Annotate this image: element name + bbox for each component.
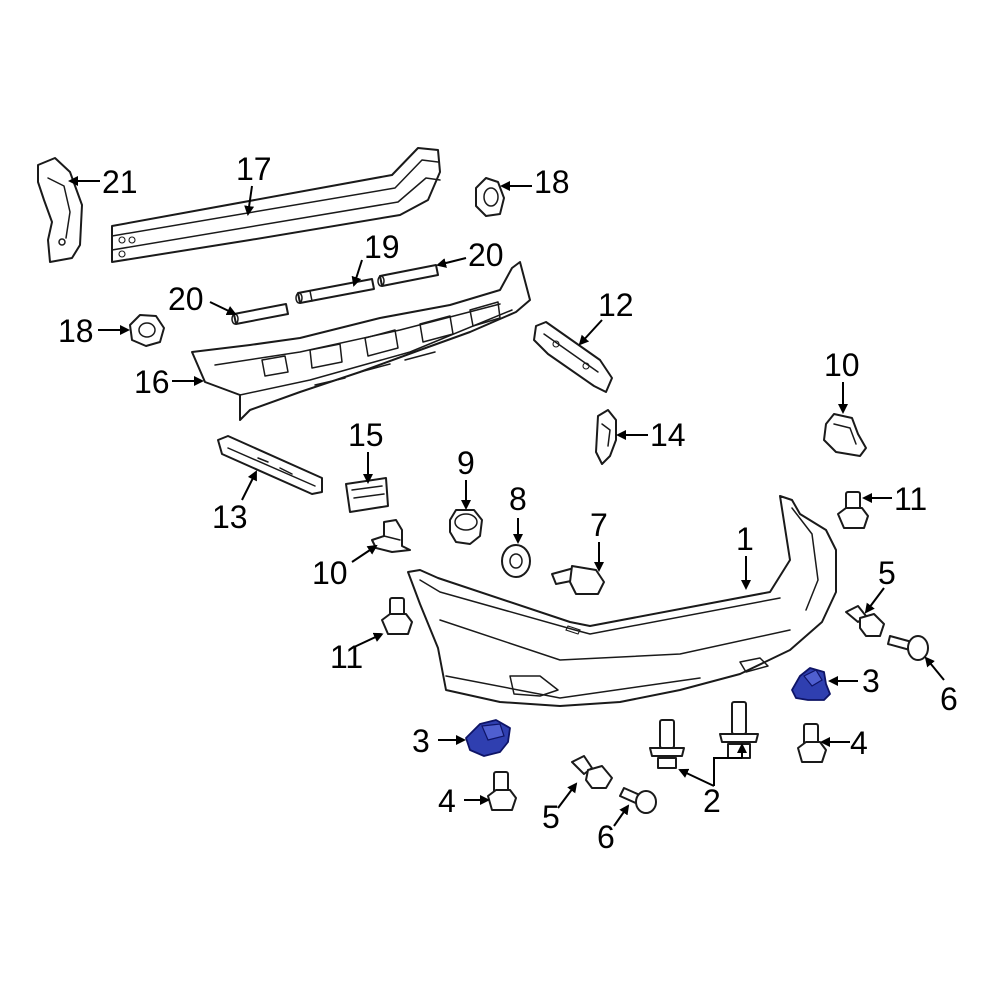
callout-18-upper: 18 [534,164,570,200]
part-10-cover-left[interactable] [371,519,411,553]
callout-2: 2 [703,783,721,819]
callout-15: 15 [348,417,384,453]
part-3-retainer-right-highlighted[interactable] [791,667,831,701]
leader-lines [68,176,945,827]
part-19-stud-middle[interactable] [295,278,375,304]
part-11-bolt-left[interactable] [381,597,413,635]
callout-3-left: 3 [412,723,430,759]
callout-1: 1 [736,521,754,557]
callout-10-left: 10 [312,555,348,591]
callout-16: 16 [134,364,170,400]
part-9-grommet[interactable] [449,509,483,545]
part-6-pin-bottom[interactable] [619,787,657,814]
callout-labels: 21 17 18 19 20 20 18 12 16 10 15 14 9 13… [58,151,958,855]
callout-6-bottom: 6 [597,819,615,855]
callout-8: 8 [509,481,527,517]
part-4-bolt-right[interactable] [797,723,827,763]
part-2-push-clip-right[interactable] [719,701,759,759]
part-2-push-clip-left[interactable] [649,719,685,769]
callout-18-left: 18 [58,313,94,349]
callout-6-right: 6 [940,681,958,717]
callout-13: 13 [212,499,248,535]
callout-14: 14 [650,417,686,453]
part-13-side-bracket[interactable] [217,435,323,495]
callout-4-right: 4 [850,725,868,761]
callout-5-bottom: 5 [542,799,560,835]
part-12-side-bracket[interactable] [533,321,613,393]
part-7-sensor[interactable] [551,565,605,595]
part-18-nut-upper[interactable] [475,177,505,217]
part-6-pin-right[interactable] [887,635,929,661]
part-18-nut-left[interactable] [129,314,165,347]
callout-11-right: 11 [894,481,927,517]
callout-21: 21 [102,164,138,200]
callout-20-right: 20 [468,237,504,273]
part-20-stud-left[interactable] [231,303,289,325]
part-16-energy-absorber[interactable] [191,261,531,421]
callout-5-right: 5 [878,555,896,591]
part-15-clip[interactable] [345,477,389,513]
part-5-screw-right[interactable] [845,605,885,637]
callout-10-upper: 10 [824,347,860,383]
callout-7: 7 [590,507,608,543]
callout-12: 12 [598,287,634,323]
part-20-stud-right[interactable] [377,264,439,287]
callout-17: 17 [236,151,272,187]
part-21-bracket[interactable] [37,157,83,263]
part-4-bolt-left[interactable] [487,771,517,811]
part-5-screw-bottom[interactable] [571,755,613,789]
part-1-bumper-cover[interactable] [407,495,837,707]
part-10-cover-right[interactable] [823,413,867,457]
callout-20-left: 20 [168,281,204,317]
part-14-retainer[interactable] [595,409,617,465]
callout-19: 19 [364,229,400,265]
part-11-bolt-right[interactable] [837,491,869,529]
callout-4-left: 4 [438,783,456,819]
part-3-retainer-left-highlighted[interactable] [465,719,511,757]
callout-3-right: 3 [862,663,880,699]
callout-11-left: 11 [330,639,363,675]
callout-9: 9 [457,445,475,481]
part-8-washer[interactable] [501,544,531,578]
